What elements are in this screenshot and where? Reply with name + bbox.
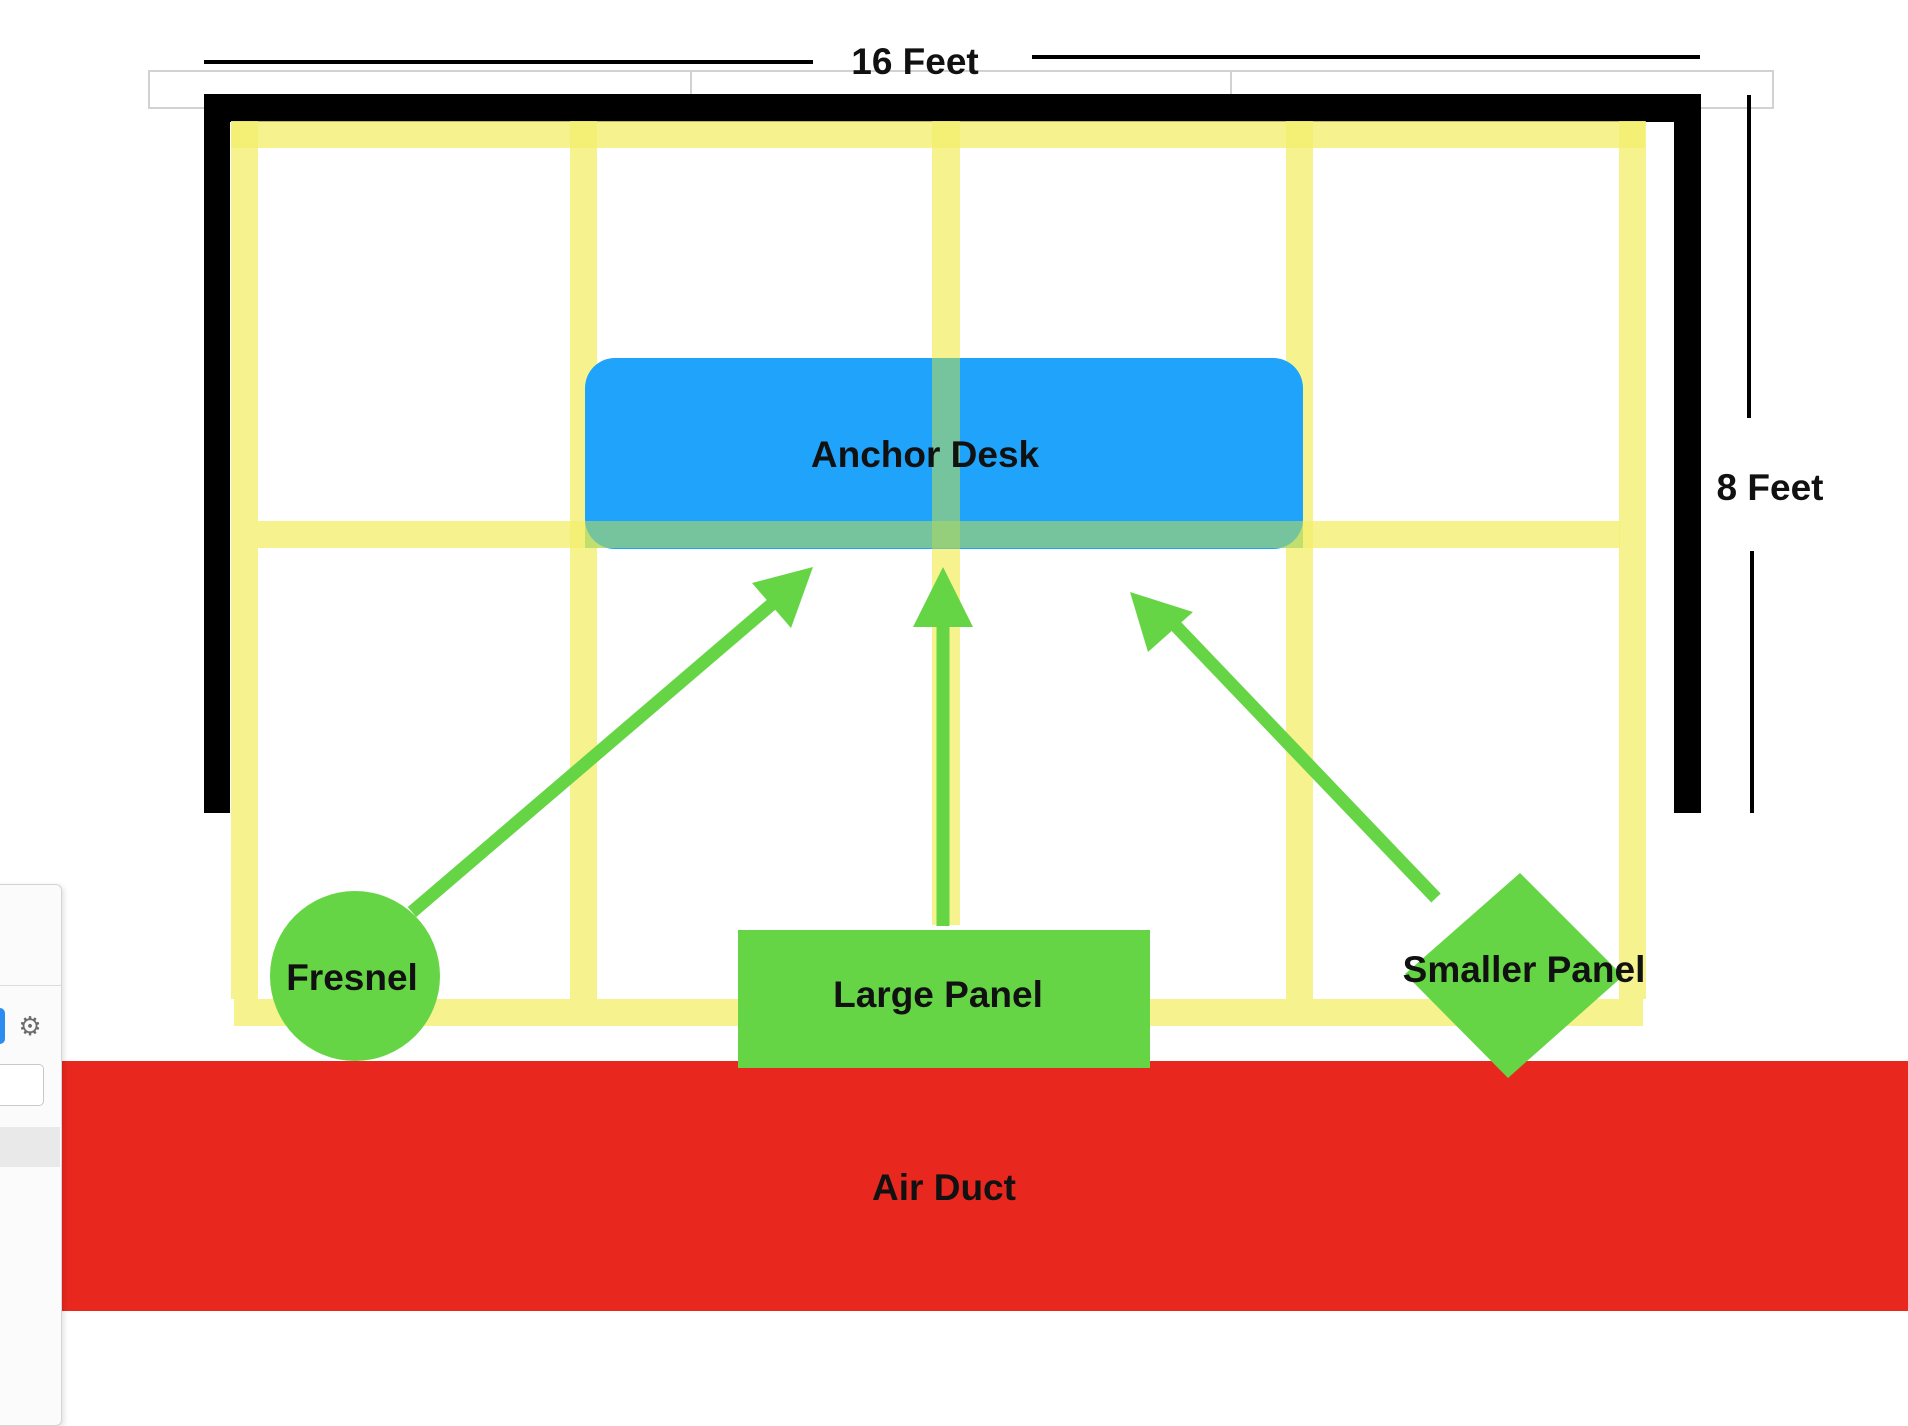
height-dimension-line: [1747, 95, 1754, 813]
height-label: 8 Feet: [1716, 467, 1824, 508]
back-wall: [204, 94, 1701, 813]
panel-button[interactable]: [0, 1008, 5, 1044]
width-dimension-line: [204, 55, 1700, 64]
gear-icon[interactable]: ⚙: [18, 1012, 42, 1042]
fresnel-label: Fresnel: [286, 957, 418, 998]
desk-grid-overlap: [585, 358, 1303, 549]
smaller-panel-light: [1405, 873, 1623, 1078]
smaller-panel-arrowhead: [1130, 592, 1193, 652]
large-panel-arrowhead: [913, 567, 973, 627]
air-duct: [60, 1061, 1908, 1311]
large-panel-light: [738, 930, 1150, 1068]
smaller-panel-label: Smaller Panel: [1402, 949, 1646, 990]
large-panel-label: Large Panel: [833, 974, 1043, 1015]
panel-header-band: [0, 1127, 60, 1167]
panel-divider: [0, 985, 61, 986]
anchor-desk-label: Anchor Desk: [810, 434, 1040, 475]
width-label: 16 Feet: [851, 41, 979, 82]
panel-input-field[interactable]: [0, 1064, 44, 1106]
fresnel-arrowhead: [752, 567, 813, 628]
smaller-panel-arrow: [1167, 617, 1441, 903]
air-duct-label: Air Duct: [872, 1167, 1016, 1208]
fresnel-arrow: [407, 575, 805, 917]
fresnel-light: [270, 891, 440, 1061]
